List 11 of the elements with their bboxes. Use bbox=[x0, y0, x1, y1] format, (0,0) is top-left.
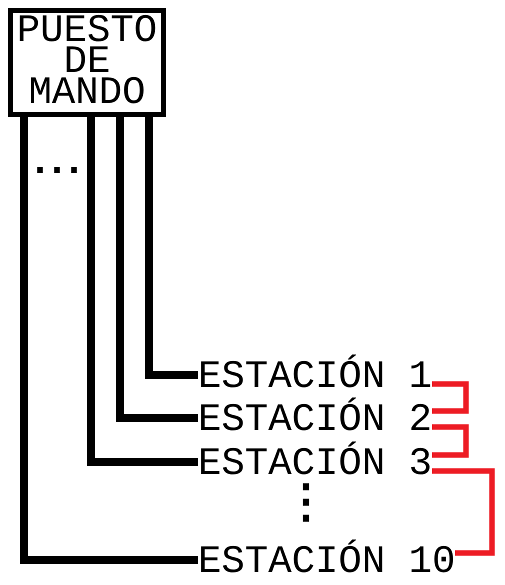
command-post-box bbox=[8, 8, 166, 117]
connector-line bbox=[145, 117, 198, 379]
connector-line bbox=[432, 381, 469, 414]
vertical-ellipsis-text: ⋮ bbox=[283, 478, 329, 524]
connector-line bbox=[116, 117, 198, 422]
connector-line bbox=[20, 117, 198, 564]
connector-line bbox=[432, 424, 469, 458]
ellipsis-text: ... bbox=[28, 144, 80, 184]
box-label: PUESTO DE MANDO bbox=[16, 16, 158, 109]
connector-line bbox=[432, 468, 495, 556]
connector-line bbox=[87, 117, 198, 466]
